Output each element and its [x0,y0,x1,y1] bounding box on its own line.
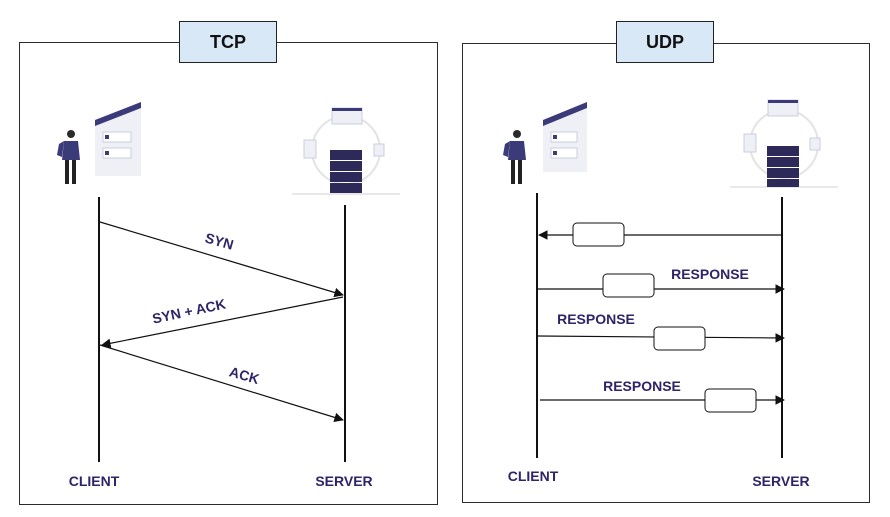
browser-window-icon [543,102,587,172]
ack-arrow [99,344,344,423]
tcp-client-label: CLIENT [69,473,120,489]
tcp-server-label: SERVER [315,473,372,489]
person-icon [503,130,526,184]
udp-panel [462,43,870,503]
udp-response-label: RESPONSE [603,378,681,394]
browser-window-icon [95,102,141,176]
ack-label: ACK [228,363,262,387]
syn-ack-arrow [101,296,344,349]
datagram-box [572,222,625,247]
syn-arrow [99,221,344,298]
datagram-box [704,388,757,413]
udp-response-label: RESPONSE [671,266,749,282]
server-icon [730,99,838,188]
udp-client-label: CLIENT [508,468,559,484]
tcp-title: TCP [179,21,277,63]
tcp-panel [19,42,438,505]
datagram-box [653,326,706,351]
server-icon [292,107,400,195]
udp-response-label: RESPONSE [557,311,635,327]
udp-server-label: SERVER [752,473,809,489]
udp-title: UDP [616,21,714,63]
person-icon [57,130,80,184]
datagram-box [602,273,655,298]
syn-label: SYN [203,230,235,253]
